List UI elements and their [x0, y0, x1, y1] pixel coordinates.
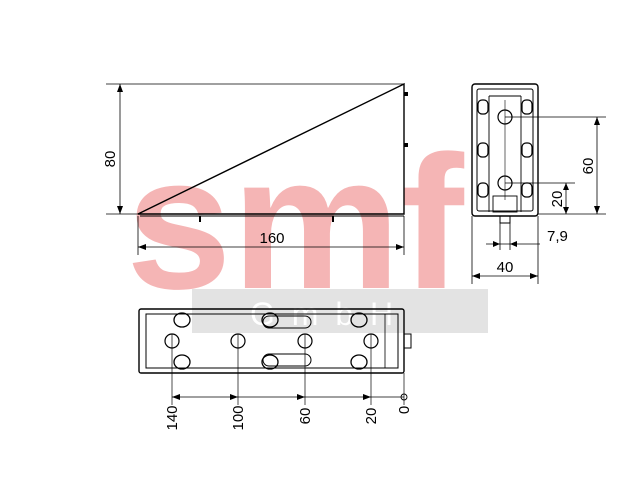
- end-view-boss-bl: [477, 182, 489, 198]
- end-view: 60 20 7,9 40: [471, 83, 606, 284]
- end-view-channel: [488, 95, 522, 212]
- top-view-boss-bottom-1: [173, 354, 191, 370]
- side-pin-bottom-right: [332, 216, 334, 222]
- dim-60-arrow-top: [594, 117, 600, 125]
- pos-label-140: 140: [164, 405, 181, 430]
- dim-80-arrow-bottom: [117, 206, 123, 214]
- dim-20-arrow-top: [563, 183, 569, 190]
- watermark-band: [192, 289, 488, 333]
- dim-60-arrow-bottom: [594, 206, 600, 214]
- dim-40-label: 40: [497, 259, 514, 276]
- top-view-boss-top-2: [261, 312, 279, 328]
- side-view: 80 160: [102, 82, 408, 255]
- dim-79-arrow-right: [510, 241, 517, 247]
- top-view-boss-bottom-2: [261, 354, 279, 370]
- end-view-boss-tl: [477, 99, 489, 115]
- dim-20-label: 20: [549, 191, 566, 208]
- pos-label-20: 20: [363, 408, 380, 425]
- dim-160-arrow-left: [138, 244, 146, 250]
- end-view-pin: [499, 215, 511, 224]
- dim-160-label: 160: [259, 230, 284, 247]
- pos-label-60: 60: [297, 408, 314, 425]
- end-view-boss-br: [521, 182, 533, 198]
- top-view-boss-top-1: [173, 312, 191, 328]
- top-view-inner: [145, 313, 399, 369]
- origin-marker: [400, 393, 408, 401]
- dim-20-arrow-bottom: [563, 207, 569, 214]
- arrow-20: [363, 394, 371, 400]
- arrow-60: [297, 394, 305, 400]
- end-view-inner: [476, 88, 534, 212]
- dim-160-arrow-right: [396, 244, 404, 250]
- side-pin-top: [404, 92, 408, 96]
- pos-label-100: 100: [230, 405, 247, 430]
- dim-40-arrow-left: [472, 273, 480, 279]
- dim-79-label: 7,9: [547, 228, 568, 245]
- top-view-tab: [403, 333, 412, 349]
- top-view: 140 100 60 20 0: [138, 308, 413, 431]
- dim-80-label: 80: [102, 151, 119, 168]
- watermark: smf G m b H: [126, 117, 488, 333]
- dim-80-arrow-top: [117, 84, 123, 92]
- pos-label-0: 0: [396, 406, 413, 414]
- end-view-boss-ml: [477, 142, 489, 158]
- side-pin-middle: [404, 143, 408, 147]
- side-pin-bottom-left: [199, 216, 201, 222]
- top-view-slot-bottom: [262, 353, 312, 367]
- dim-40-arrow-right: [530, 273, 538, 279]
- top-view-boss-bottom-3: [350, 354, 368, 370]
- end-view-boss-tr: [521, 99, 533, 115]
- dim-79-arrow-left: [493, 241, 500, 247]
- arrow-100: [230, 394, 238, 400]
- top-view-boss-top-3: [350, 312, 368, 328]
- arrow-140: [172, 394, 180, 400]
- dim-60-label: 60: [580, 158, 597, 175]
- end-view-boss-mr: [521, 142, 533, 158]
